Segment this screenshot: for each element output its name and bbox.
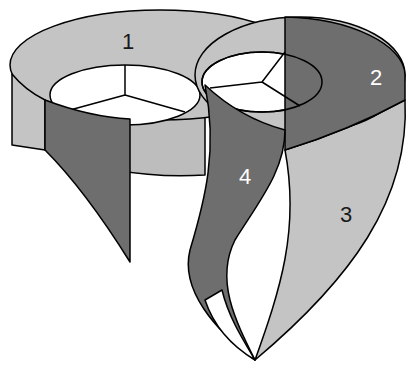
callout-number: 2 bbox=[370, 67, 382, 89]
ribbon-four bbox=[188, 85, 285, 360]
ribbon-hollow bbox=[205, 290, 255, 360]
coil-dark-face bbox=[285, 17, 405, 150]
band-outer-wall-dark bbox=[45, 100, 130, 262]
callout-number: 4 bbox=[239, 166, 251, 188]
callout-number: 1 bbox=[122, 31, 134, 53]
callout-number: 3 bbox=[340, 204, 352, 226]
band-outer-wall-light bbox=[12, 74, 45, 150]
hole-spokes bbox=[70, 65, 185, 112]
coil-spokes bbox=[210, 52, 300, 106]
